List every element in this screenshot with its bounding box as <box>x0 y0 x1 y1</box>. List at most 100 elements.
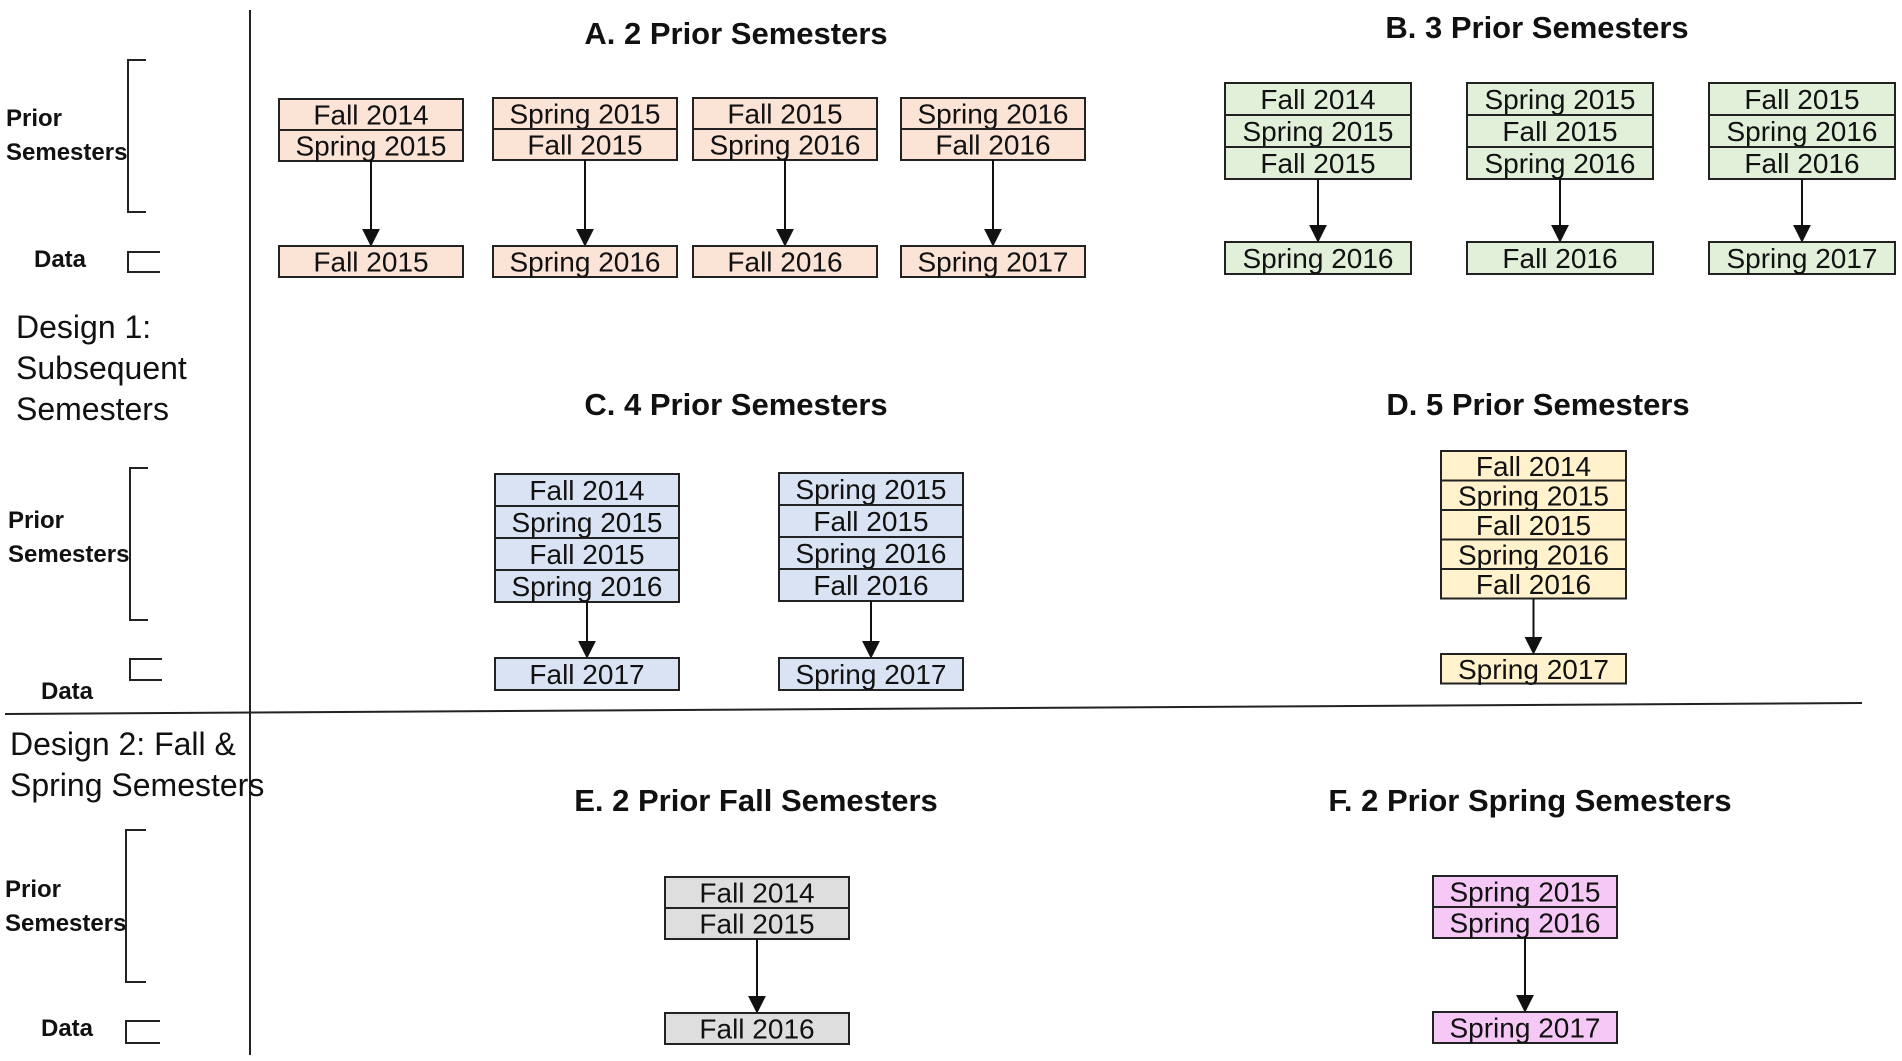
data-semester-box <box>1440 653 1627 685</box>
prior-semester-label: Spring 2015 <box>1458 480 1609 511</box>
data-semester-label: Spring 2016 <box>509 247 660 278</box>
prior-semester-box <box>278 129 464 162</box>
data-semester-label: Fall 2015 <box>313 247 428 278</box>
data-brace <box>127 251 160 273</box>
prior-semester-label: Fall 2015 <box>813 506 928 537</box>
data-semester-label: Fall 2016 <box>1502 243 1617 274</box>
prior-semester-label: Spring 2016 <box>511 571 662 602</box>
data-semester-box <box>1432 1011 1618 1044</box>
prior-semester-box <box>494 537 680 571</box>
data-semester-label: Spring 2017 <box>1458 654 1609 685</box>
prior-label-line2: Semesters <box>8 541 129 568</box>
prior-brace <box>125 829 146 983</box>
prior-semester-box <box>664 876 850 909</box>
prior-semester-label: Spring 2016 <box>1484 148 1635 179</box>
data-semester-box <box>278 245 464 278</box>
prior-semester-box <box>1466 114 1654 148</box>
prior-semester-box <box>1440 509 1627 541</box>
data-semester-box <box>494 657 680 691</box>
prior-semester-label: Fall 2015 <box>1260 148 1375 179</box>
design2-label-line2: Spring Semesters <box>10 767 264 803</box>
data-semester-label: Spring 2017 <box>917 247 1068 278</box>
prior-brace <box>129 467 148 621</box>
prior-label-line1: Prior <box>8 507 64 534</box>
prior-semester-label: Fall 2015 <box>727 99 842 130</box>
design1-label-line3: Semesters <box>16 391 169 427</box>
prior-semester-label: Fall 2015 <box>529 539 644 570</box>
panel-f-title: F. 2 Prior Spring Semesters <box>1328 783 1731 818</box>
row3-side-labels: Prior Semesters Data <box>5 829 160 1044</box>
prior-label-line2: Semesters <box>6 139 127 166</box>
prior-semester-box <box>778 536 964 570</box>
prior-semester-label: Fall 2016 <box>813 570 928 601</box>
prior-semester-box <box>1432 906 1618 939</box>
prior-semester-label: Spring 2015 <box>1484 84 1635 115</box>
prior-semester-box <box>778 568 964 602</box>
prior-semester-box <box>1440 479 1627 511</box>
prior-semester-label: Spring 2016 <box>1726 116 1877 147</box>
prior-semester-label: Fall 2014 <box>529 475 644 506</box>
prior-semester-box <box>692 97 878 130</box>
prior-semester-label: Fall 2015 <box>1476 510 1591 541</box>
row1-side-labels: Prior Semesters Data <box>6 59 160 273</box>
prior-semester-label: Spring 2016 <box>709 130 860 161</box>
data-semester-label: Spring 2017 <box>1726 243 1877 274</box>
prior-semester-label: Fall 2014 <box>313 100 428 131</box>
prior-label-line1: Prior <box>6 105 62 132</box>
prior-semester-box <box>492 128 678 161</box>
prior-semester-label: Spring 2016 <box>795 538 946 569</box>
data-semester-box <box>1708 241 1896 275</box>
prior-semester-box <box>494 505 680 539</box>
prior-semester-box <box>1440 538 1627 570</box>
prior-semester-label: Fall 2016 <box>1476 569 1591 600</box>
prior-semester-box <box>664 907 850 940</box>
prior-semester-label: Spring 2015 <box>795 474 946 505</box>
prior-brace <box>127 59 146 213</box>
prior-semester-label: Spring 2015 <box>1449 877 1600 908</box>
data-semester-box <box>900 245 1086 278</box>
panel-b-title: B. 3 Prior Semesters <box>1385 10 1688 45</box>
data-label: Data <box>34 246 87 273</box>
data-brace <box>129 658 162 681</box>
prior-semester-label: Spring 2015 <box>1242 116 1393 147</box>
row2-side-labels: Prior Semesters Data <box>8 467 162 705</box>
prior-semester-box <box>778 472 964 506</box>
design-divider <box>4 702 1863 715</box>
prior-semester-label: Spring 2016 <box>1458 539 1609 570</box>
data-semester-label: Spring 2017 <box>795 659 946 690</box>
prior-label-line2: Semesters <box>5 910 126 937</box>
prior-semester-box <box>492 97 678 130</box>
data-brace <box>125 1020 160 1044</box>
prior-semester-box <box>1708 146 1896 180</box>
prior-semester-label: Spring 2016 <box>917 99 1068 130</box>
prior-semester-box <box>692 128 878 161</box>
panel-c-title: C. 4 Prior Semesters <box>584 387 887 422</box>
prior-semester-label: Fall 2015 <box>699 909 814 940</box>
data-semester-label: Fall 2016 <box>727 247 842 278</box>
data-semester-box <box>492 245 678 278</box>
prior-semester-label: Fall 2015 <box>1744 84 1859 115</box>
data-semester-label: Fall 2016 <box>699 1014 814 1045</box>
design2-label: Design 2: Fall & Spring Semesters <box>10 726 264 803</box>
data-label: Data <box>41 1015 94 1042</box>
prior-semester-box <box>1224 114 1412 148</box>
prior-semester-label: Spring 2015 <box>509 99 660 130</box>
data-semester-box <box>1466 241 1654 275</box>
panel-e-title: E. 2 Prior Fall Semesters <box>574 783 938 818</box>
